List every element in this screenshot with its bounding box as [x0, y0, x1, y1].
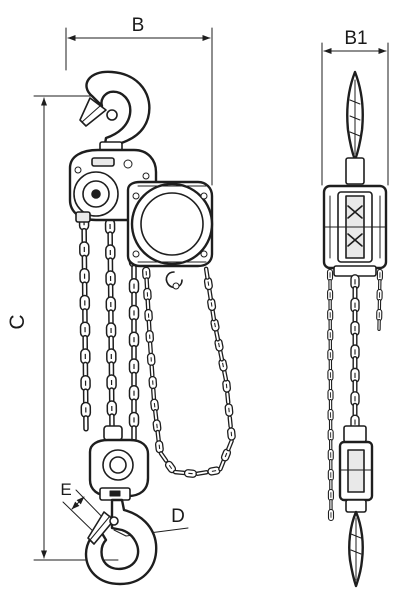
chain-link: [327, 428, 334, 442]
chain-link: [145, 330, 154, 344]
chain-link: [350, 391, 360, 407]
chain-link: [377, 318, 381, 332]
chain-link: [328, 318, 332, 332]
chain-link: [225, 391, 231, 405]
bottom-hook: [84, 498, 158, 586]
chain-link: [327, 468, 334, 482]
load-chain-strands: [78, 214, 140, 442]
chain-link: [158, 451, 169, 463]
chain-link: [203, 276, 213, 291]
chain-link: [226, 438, 234, 452]
chain-link: [329, 478, 333, 492]
hand-chain-loop: [142, 266, 236, 478]
chain-link: [105, 270, 116, 287]
chain-link: [172, 469, 187, 476]
chain-link: [147, 341, 153, 355]
chain-link: [154, 440, 164, 454]
chain-link: [328, 298, 332, 312]
chain-link: [327, 308, 334, 322]
chain-link: [327, 508, 335, 522]
chain-link: [222, 379, 231, 393]
label-b1: B1: [344, 28, 367, 49]
chain-link: [327, 388, 334, 402]
chain-link: [183, 469, 198, 478]
chain-link: [376, 308, 383, 322]
label-c: C: [6, 314, 29, 329]
chain-link: [329, 498, 333, 512]
dimension-lines: [33, 27, 389, 561]
chain-link: [327, 368, 334, 382]
label-d: D: [171, 506, 185, 527]
chain-link: [106, 348, 117, 365]
chain-link: [377, 298, 382, 312]
chain-link: [149, 364, 155, 378]
hand-wheel-cover: [126, 180, 214, 290]
chain-link: [227, 415, 233, 429]
chain-link: [83, 415, 89, 432]
chain-link: [79, 321, 91, 338]
chain-link: [378, 278, 382, 292]
chain-link: [327, 288, 334, 302]
side-view-chains: [326, 268, 384, 522]
chain-link: [146, 352, 156, 367]
chain-link: [328, 398, 333, 412]
chain-link: [131, 425, 137, 442]
chain-link: [327, 488, 334, 502]
chain-link: [328, 278, 332, 292]
label-b: B: [132, 15, 145, 36]
chain-link: [227, 427, 236, 441]
dimension-labels: B B1 C E D: [6, 15, 368, 527]
chain-link: [326, 268, 334, 282]
chain-link: [210, 318, 220, 332]
label-e: E: [60, 480, 71, 499]
chain-link: [203, 266, 210, 280]
chain-link: [329, 438, 333, 452]
chain-link: [328, 338, 332, 352]
chain-link: [327, 348, 334, 362]
top-hook: [79, 70, 151, 157]
chain-link: [148, 375, 158, 390]
chain-link: [152, 419, 162, 433]
chain-link: [106, 374, 117, 391]
chain-link: [327, 408, 334, 422]
chain-link: [376, 268, 384, 282]
chain-link: [195, 470, 209, 476]
chain-link: [376, 288, 383, 302]
chain-link: [328, 418, 333, 432]
chain-link: [328, 378, 333, 392]
front-view-hoist: [68, 70, 236, 586]
chain-link: [327, 448, 334, 462]
chain-link: [224, 403, 234, 417]
bottom-block: [88, 425, 150, 501]
chain-link: [328, 358, 333, 372]
chain-link: [329, 458, 333, 472]
side-view-hoist: [322, 70, 388, 588]
chain-link: [327, 328, 334, 342]
chain-link: [151, 387, 157, 401]
